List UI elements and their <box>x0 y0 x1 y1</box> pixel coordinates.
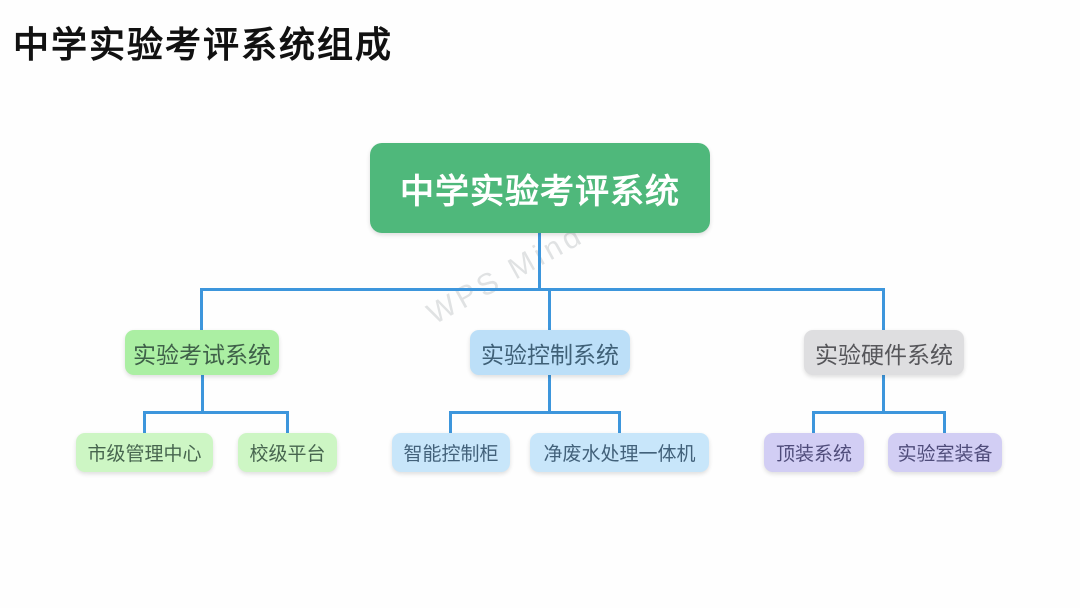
edge-drop-leaf-11 <box>618 411 621 433</box>
watermark: WPS Mind <box>421 217 590 331</box>
edge-branch1-stem <box>548 375 551 411</box>
edge-branch0-bus <box>143 411 289 414</box>
node-school-platform[interactable]: 校级平台 <box>238 433 337 472</box>
edge-level1-bus <box>200 288 885 291</box>
edge-drop-leaf-21 <box>943 411 946 433</box>
node-laboratory-equipment[interactable]: 实验室装备 <box>888 433 1002 472</box>
node-smart-control-cabinet[interactable]: 智能控制柜 <box>392 433 510 472</box>
edge-root-stem <box>538 233 541 290</box>
edge-drop-branch-0 <box>200 288 203 330</box>
edge-drop-leaf-20 <box>812 411 815 433</box>
edge-drop-leaf-10 <box>449 411 452 433</box>
edge-drop-leaf-00 <box>143 411 146 433</box>
node-root[interactable]: 中学实验考评系统 <box>370 143 710 233</box>
edge-drop-branch-1 <box>548 288 551 330</box>
edge-branch2-bus <box>812 411 946 414</box>
node-exam-system[interactable]: 实验考试系统 <box>125 330 279 375</box>
edge-drop-branch-2 <box>882 288 885 330</box>
node-hardware-system[interactable]: 实验硬件系统 <box>804 330 964 375</box>
edge-branch0-stem <box>201 375 204 411</box>
edge-branch1-bus <box>449 411 621 414</box>
node-water-treatment-machine[interactable]: 净废水处理一体机 <box>530 433 709 472</box>
node-city-management-center[interactable]: 市级管理中心 <box>76 433 213 472</box>
page-title: 中学实验考评系统组成 <box>13 25 394 65</box>
edge-branch2-stem <box>882 375 885 411</box>
node-ceiling-mounted-system[interactable]: 顶装系统 <box>764 433 864 472</box>
edge-drop-leaf-01 <box>286 411 289 433</box>
node-control-system[interactable]: 实验控制系统 <box>470 330 630 375</box>
